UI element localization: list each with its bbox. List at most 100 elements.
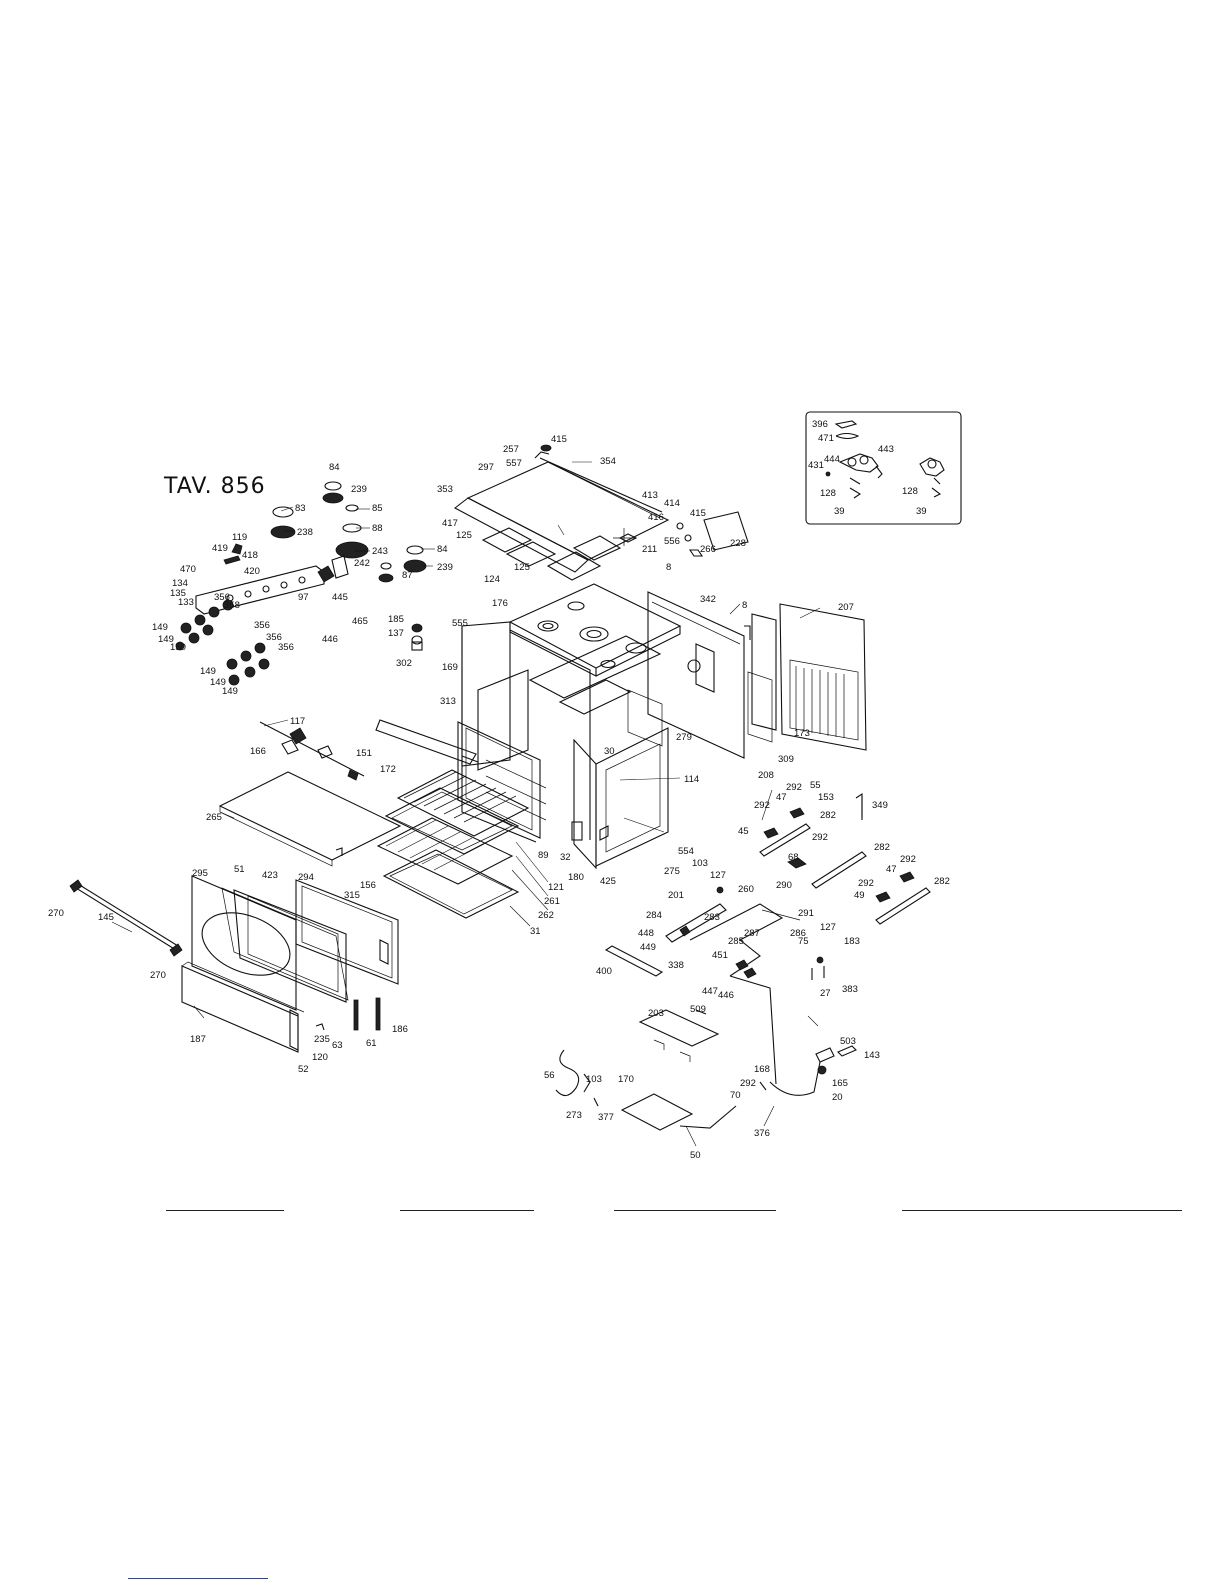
label: 443 [878,444,894,455]
label: 471 [818,433,834,444]
label: 176 [492,598,508,609]
label: 172 [380,764,396,775]
label: 127 [820,922,836,933]
label: 39 [916,506,927,517]
label: 85 [372,503,383,514]
label: 309 [778,754,794,765]
label: 315 [344,890,360,901]
leader-lines [111,461,821,1147]
label: 211 [642,544,657,555]
oven-door [181,875,399,1053]
label: 83 [295,503,306,514]
label: 448 [638,928,654,939]
label: 260 [738,884,754,895]
label: 20 [832,1092,843,1103]
label: 119 [232,532,247,543]
label: 84 [437,544,448,555]
label: 292 [900,854,916,865]
label: 419 [212,543,228,554]
label: 31 [530,926,541,937]
label: 445 [332,592,348,603]
lid-and-grids [453,444,704,581]
label: 239 [437,562,453,573]
label: 282 [874,842,890,853]
label: 294 [298,872,314,883]
label: 70 [730,1090,741,1101]
label: 342 [700,594,716,605]
label: 265 [206,812,222,823]
label: 145 [98,912,114,923]
label: 302 [396,658,412,669]
label: 186 [392,1024,408,1035]
label: 55 [810,780,821,791]
label: 286 [790,928,806,939]
label: 49 [854,890,865,901]
page-title: TAV. 856 [164,474,266,499]
label: 292 [786,782,802,793]
bottom-link-underline[interactable] [128,1578,268,1579]
label: 239 [351,484,367,495]
label: 358 [224,600,240,611]
label: 127 [710,870,726,881]
label: 170 [618,1074,634,1085]
burner-parts [270,481,427,651]
label: 273 [566,1110,582,1121]
label: 266 [700,544,716,555]
label: 261 [544,896,560,907]
label: 555 [452,618,468,629]
inset-valve-detail [805,411,962,525]
label: 356 [214,592,230,603]
label: 283 [704,912,720,923]
label: 243 [372,546,388,557]
label: 97 [298,592,309,603]
label: 32 [560,852,571,863]
label: 292 [754,800,770,811]
label: 128 [902,486,918,497]
label: 149 [152,622,168,633]
label: 183 [844,936,860,947]
label: 203 [648,1008,664,1019]
label: 156 [360,880,376,891]
oven-body [457,621,669,870]
label: 446 [718,990,734,1001]
label: 88 [372,523,383,534]
label: 415 [690,508,706,519]
label: 207 [838,602,854,613]
label: 313 [440,696,456,707]
label: 415 [551,434,567,445]
label: 128 [820,488,836,499]
label: 120 [312,1052,328,1063]
label: 275 [664,866,680,877]
label: 168 [754,1064,770,1075]
label: 84 [329,462,340,473]
label: 353 [437,484,453,495]
label: 121 [548,882,564,893]
label: 149 [210,677,226,688]
label: 137 [388,628,404,639]
label: 470 [180,564,196,575]
label: 292 [812,832,828,843]
label: 30 [604,746,615,757]
label: 449 [640,942,656,953]
label: 133 [178,597,194,608]
label: 27 [820,988,831,999]
label: 52 [298,1064,309,1075]
label: 285 [728,936,744,947]
label: 103 [692,858,708,869]
label: 149 [158,634,174,645]
back-panels [627,511,867,759]
label: 292 [858,878,874,889]
label: 173 [794,728,810,739]
label: 338 [668,960,684,971]
label: 143 [864,1050,880,1061]
racks-and-trays [376,769,530,919]
label: 376 [754,1128,770,1139]
label: 208 [758,770,774,781]
label: 89 [538,850,549,861]
label: 63 [332,1040,343,1051]
label: 270 [48,908,64,919]
gas-manifold [604,886,825,1085]
label: 117 [290,716,305,727]
label: 284 [646,910,662,921]
label: 383 [842,984,858,995]
